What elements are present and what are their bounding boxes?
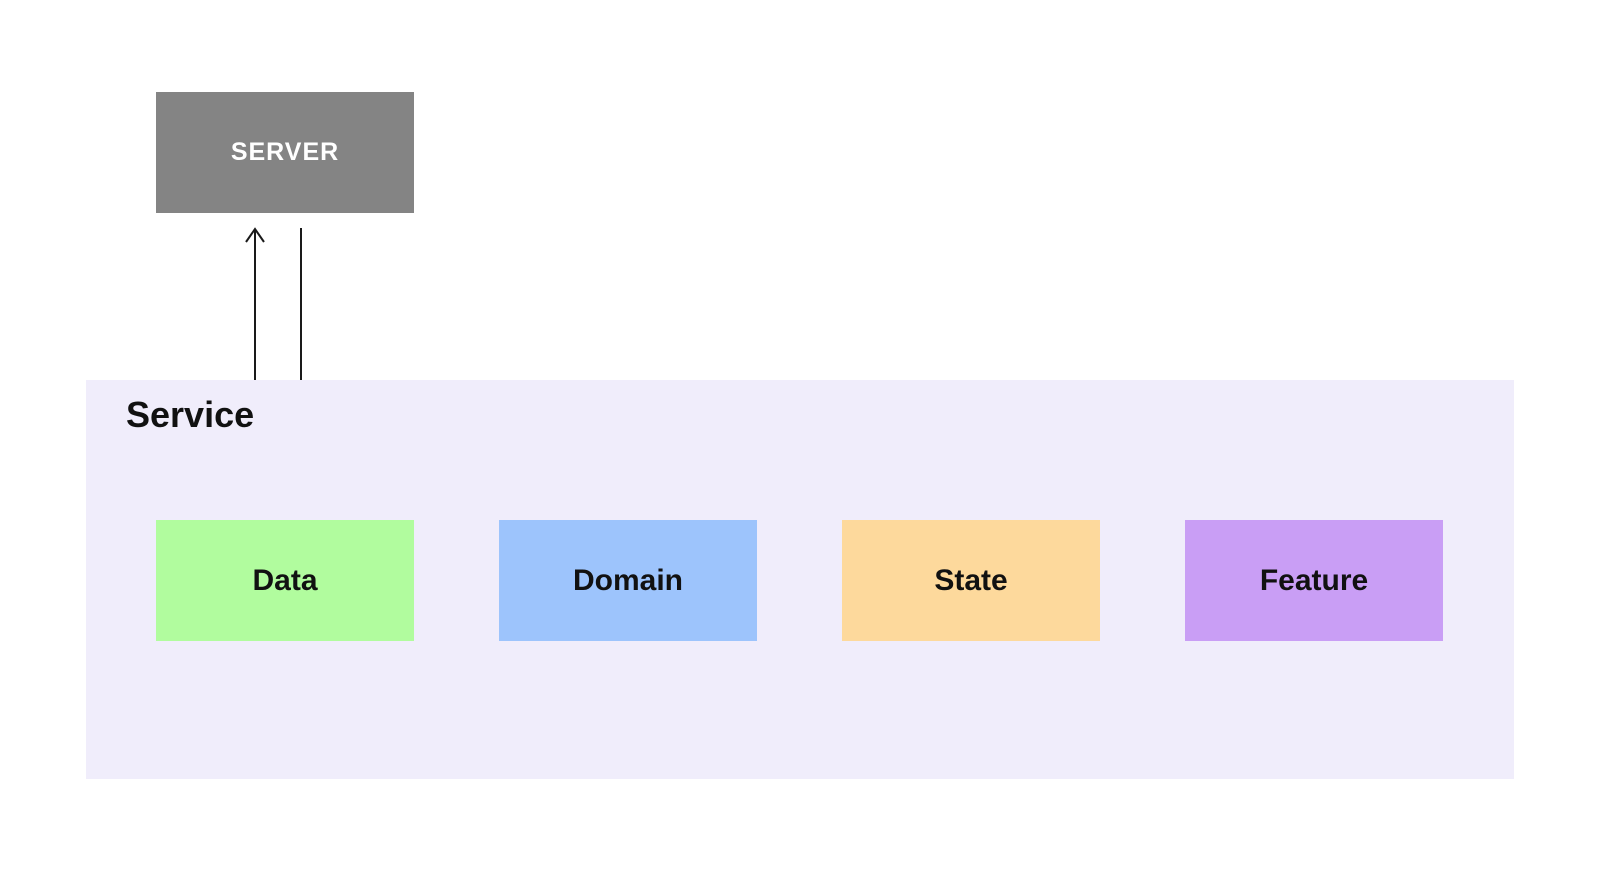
feature-node[interactable]: Feature xyxy=(1185,520,1443,641)
domain-node-label: Domain xyxy=(572,563,683,597)
service-group-label: Service xyxy=(126,394,255,435)
domain-node[interactable]: Domain xyxy=(499,520,757,641)
arrowhead-up-icon xyxy=(245,227,265,243)
service-group[interactable]: Service Data Domain State Feature xyxy=(86,380,1514,779)
feature-node-label: Feature xyxy=(1259,563,1369,597)
state-node[interactable]: State xyxy=(842,520,1100,641)
server-node-label: SERVER xyxy=(230,138,340,166)
server-node[interactable]: SERVER xyxy=(156,92,414,213)
data-node[interactable]: Data xyxy=(156,520,414,641)
data-node-label: Data xyxy=(252,563,318,597)
state-node-label: State xyxy=(934,563,1008,597)
